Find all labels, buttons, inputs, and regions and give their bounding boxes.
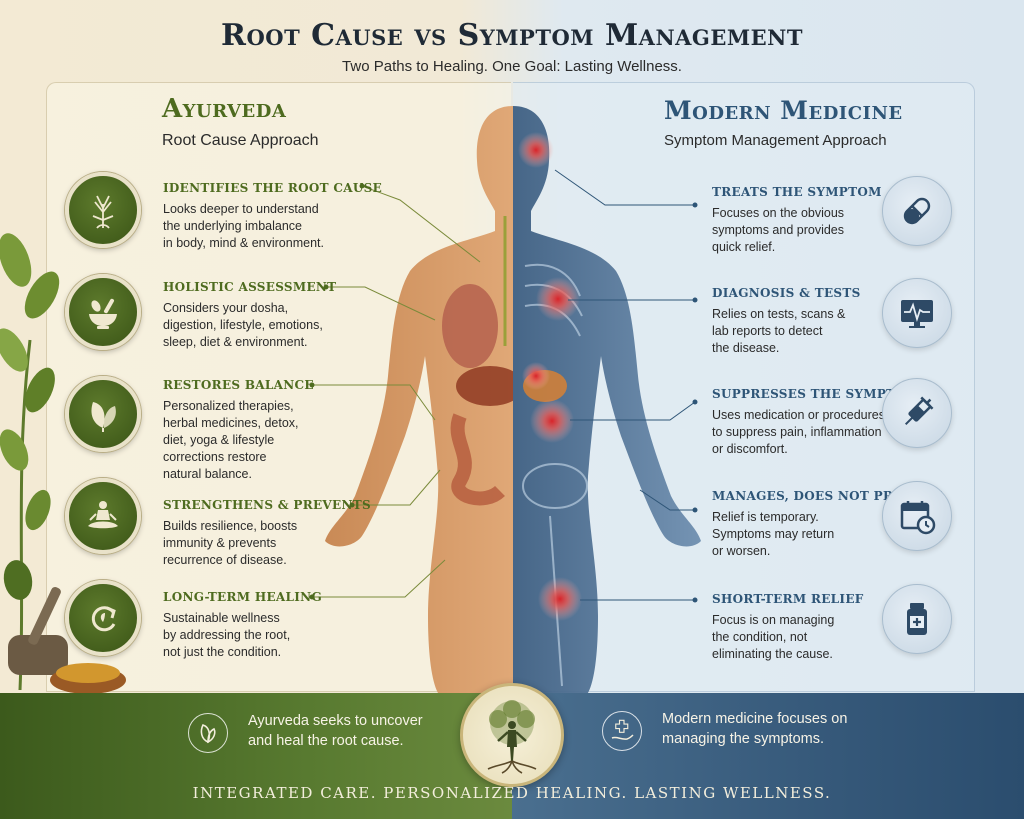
ayurveda-item-desc: Considers your dosha,digestion, lifestyl… (163, 301, 323, 349)
modern-medicine-title: Modern Medicine (664, 96, 903, 125)
ayurveda-summary-band (0, 693, 512, 819)
page-subtitle: Two Paths to Healing. One Goal: Lasting … (342, 58, 682, 75)
cycle-icon (65, 580, 141, 656)
ayurveda-subtitle: Root Cause Approach (162, 132, 319, 149)
medicine-item-desc: Relies on tests, scans &lab reports to d… (712, 307, 846, 355)
pill-icon (882, 176, 952, 246)
mortar-bowls-decoration (8, 587, 126, 694)
medicine-item-heading: Treats the Symptom (712, 185, 882, 199)
medicine-item-heading: Suppresses the Symptom (712, 387, 920, 401)
monitor-icon (882, 278, 952, 348)
ayurveda-title: Ayurveda (162, 94, 287, 124)
ayurveda-item-heading: Long-Term Healing (163, 590, 322, 604)
medical-cross-hand-icon (602, 711, 642, 751)
leaves-icon (65, 376, 141, 452)
meditation-icon (65, 478, 141, 554)
page-title: Root Cause vs Symptom Management (221, 18, 803, 53)
ayurveda-item-desc: Personalized therapies,herbal medicines,… (163, 399, 299, 481)
medicine-bottle-icon (882, 584, 952, 654)
ayurveda-item-heading: Strengthens & Prevents (163, 498, 371, 512)
medicine-item-heading: Diagnosis & Tests (712, 286, 861, 300)
leaf-sprout-icon (188, 713, 228, 753)
medicine-summary-band (512, 693, 1024, 819)
mortar-pestle-icon (65, 274, 141, 350)
tagline: INTEGRATED CARE. PERSONALIZED HEALING. L… (192, 784, 832, 802)
ayurveda-item-heading: Restores Balance (163, 378, 314, 392)
syringe-icon (882, 378, 952, 448)
tree-of-life-icon (460, 683, 564, 787)
ayurveda-item-heading: Identifies the Root Cause (163, 181, 383, 195)
ayurveda-item-heading: Holistic Assessment (163, 280, 337, 294)
tree-icon (65, 172, 141, 248)
human-body-figure (325, 106, 701, 696)
medicine-item-heading: Short-Term Relief (712, 592, 864, 606)
medicine-item-heading: Manages, Does Not Prevent (712, 489, 943, 503)
calendar-clock-icon (882, 481, 952, 551)
modern-medicine-subtitle: Symptom Management Approach (664, 132, 887, 149)
